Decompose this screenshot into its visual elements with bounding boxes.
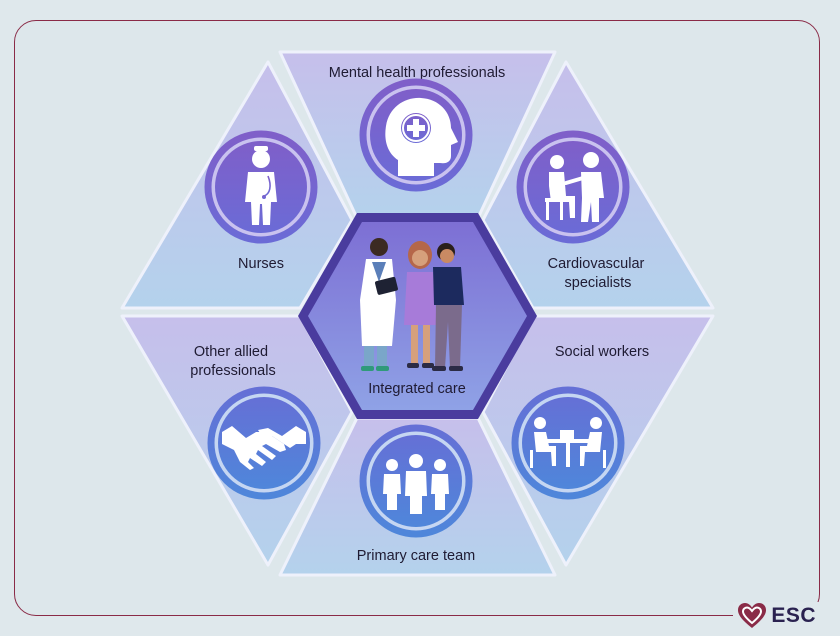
segment-label: Nurses: [238, 256, 284, 272]
segment-label: Other allied professionals: [190, 344, 275, 379]
segment-label: Mental health professionals: [329, 65, 506, 81]
center-integrated-care: Integrated care: [298, 213, 537, 419]
woman-illustration-icon: [404, 241, 437, 368]
segment-label: Primary care team: [357, 548, 475, 564]
desk-meeting-icon: [511, 386, 625, 500]
segment-label: Cardiovascular specialists: [548, 256, 649, 291]
segment-label: Social workers: [555, 344, 649, 360]
doctor-patient-icon: [516, 130, 630, 244]
center-label: Integrated care: [368, 381, 466, 397]
handshake-icon: [207, 386, 321, 500]
man-illustration-icon: [432, 243, 464, 371]
doctor-illustration-icon: [360, 238, 398, 371]
care-team-icon: [359, 424, 473, 538]
nurse-icon: [204, 130, 318, 244]
head-medical-cross-icon: [359, 78, 473, 192]
esc-logo-text: ESC: [771, 604, 816, 627]
heart-logo-icon: [738, 603, 767, 628]
esc-logo: ESC: [733, 602, 820, 630]
